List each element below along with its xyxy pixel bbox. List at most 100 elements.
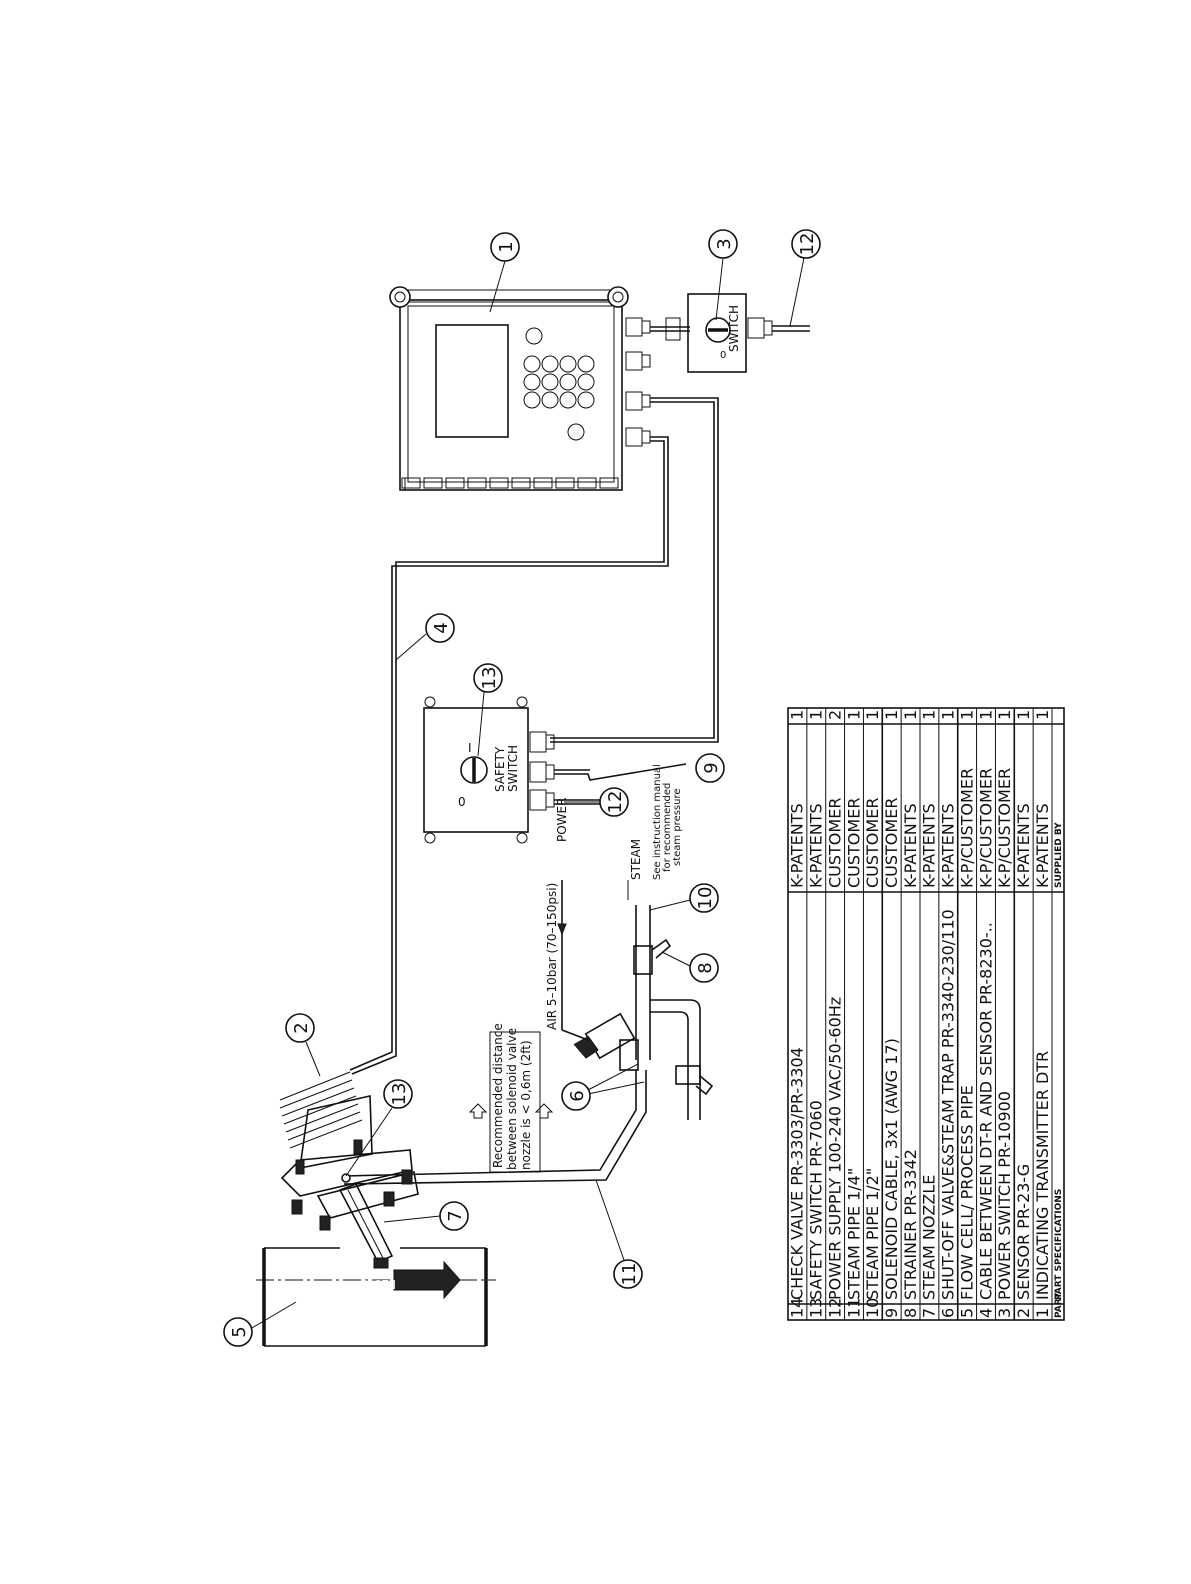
table-cell-supplier: CUSTOMER <box>825 798 844 888</box>
table-header-spec: PART SPECIFICATIONS <box>1054 1189 1064 1300</box>
table-cell-spec: STEAM PIPE 1/2" <box>863 1168 882 1300</box>
callout-8: 8 <box>661 951 719 983</box>
table-cell-no: 7 <box>920 1308 939 1318</box>
table-cell-spec: SHUT-OFF VALVE&STEAM TRAP PR-3340-230/11… <box>939 909 958 1300</box>
callout-2: 2 <box>285 1013 321 1077</box>
callout-9-label: 9 <box>701 762 722 773</box>
distance-note-1: Recommended distance <box>491 1023 505 1168</box>
table-cell-no: 3 <box>995 1308 1014 1318</box>
callout-6: 6 <box>561 1063 645 1111</box>
table-cell-no: 12 <box>825 1298 844 1318</box>
table-cell-spec: FLOW CELL/ PROCESS PIPE <box>957 1085 976 1300</box>
table-cell-no: 13 <box>807 1298 826 1318</box>
callout-7-label: 7 <box>445 1210 466 1221</box>
table-cell-supplier: K-PATENTS <box>788 803 807 888</box>
table-cell-no: 8 <box>901 1308 920 1318</box>
callout-9: 9 <box>695 753 725 783</box>
safety-switch-label-2: SWITCH <box>506 745 520 792</box>
callouts: 1 3 12 4 13 9 12 <box>223 229 821 1347</box>
table-header-part: PART <box>1054 1292 1064 1318</box>
callout-6-label: 6 <box>567 1090 588 1101</box>
table-cell-qty: 1 <box>1033 710 1052 720</box>
callout-4-label: 4 <box>431 622 452 633</box>
callout-7: 7 <box>383 1201 469 1231</box>
table-cell-qty: 1 <box>1014 710 1033 720</box>
power-label: POWER <box>555 798 569 842</box>
callout-14: 13 <box>345 1079 413 1177</box>
air-label: AIR 5–10bar (70–150psi) <box>545 883 559 1030</box>
distance-note-3: nozzle is < 0,6m (2ft) <box>519 1040 533 1170</box>
callout-12-top-label: 12 <box>797 233 818 256</box>
steam-label: STEAM <box>629 839 643 880</box>
table-cell-supplier: CUSTOMER <box>863 798 882 888</box>
table-cell-spec: STEAM NOZZLE <box>920 1175 939 1300</box>
indicating-transmitter <box>389 286 651 491</box>
callout-8-label: 8 <box>695 962 716 973</box>
table-cell-spec: SAFETY SWITCH PR-7060 <box>807 1100 826 1300</box>
table-cell-qty: 1 <box>995 710 1014 720</box>
table-cell-no: 6 <box>939 1308 958 1318</box>
safety-switch: I 0 SAFETY SWITCH POWER <box>423 696 687 844</box>
table-cell-supplier: CUSTOMER <box>844 798 863 888</box>
table-cell-supplier: CUSTOMER <box>882 798 901 888</box>
callout-10: 10 <box>649 883 719 913</box>
table-cell-no: 4 <box>976 1308 995 1318</box>
table-cell-qty: 1 <box>863 710 882 720</box>
callout-2-label: 2 <box>291 1022 312 1033</box>
callout-11-label: 11 <box>619 1263 640 1286</box>
callout-14-label: 13 <box>389 1083 410 1106</box>
steam-note-1: See instruction manual <box>652 764 663 880</box>
table-cell-no: 10 <box>863 1298 882 1318</box>
table-cell-spec: STRAINER PR-3342 <box>901 1149 920 1300</box>
switch-off-label: 0 <box>720 350 726 361</box>
callout-12-mid: 12 <box>564 787 629 817</box>
table-cell-no: 1 <box>1033 1308 1052 1318</box>
table-cell-qty: 1 <box>939 710 958 720</box>
steam-note-2: for recommended <box>662 783 673 872</box>
table-cell-supplier: K-P/CUSTOMER <box>995 768 1014 888</box>
table-cell-spec: SENSOR PR-23-G <box>1014 1164 1033 1300</box>
table-cell-spec: CABLE BETWEEN DT-R AND SENSOR PR-8230-.. <box>976 922 995 1300</box>
callout-5-label: 5 <box>229 1326 250 1337</box>
power-switch: SWITCH 0 <box>650 293 810 373</box>
table-cell-supplier: K-P/CUSTOMER <box>976 768 995 888</box>
table-cell-spec: POWER SUPPLY 100-240 VAC/50-60Hz <box>825 997 844 1300</box>
table-cell-qty: 1 <box>901 710 920 720</box>
table-cell-supplier: K-PATENTS <box>1014 803 1033 888</box>
process-pipe: FLOW <box>256 1247 496 1347</box>
safety-switch-off-label: 0 <box>458 795 466 809</box>
table-cell-qty: 1 <box>844 710 863 720</box>
table-cell-supplier: K-P/CUSTOMER <box>957 768 976 888</box>
table-cell-qty: 2 <box>825 710 844 720</box>
table-cell-qty: 1 <box>788 710 807 720</box>
callout-1: 1 <box>489 232 520 313</box>
callout-1-label: 1 <box>496 241 517 252</box>
table-cell-supplier: K-PATENTS <box>1033 803 1052 888</box>
callout-3: 3 <box>708 229 738 321</box>
callout-4: 4 <box>395 613 455 661</box>
table-cell-no: 2 <box>1014 1308 1033 1318</box>
table-cell-qty: 1 <box>957 710 976 720</box>
table-cell-no: 5 <box>957 1308 976 1318</box>
callout-11: 11 <box>595 1179 643 1289</box>
switch-label: SWITCH <box>727 305 741 352</box>
safety-switch-label-1: SAFETY <box>493 746 507 792</box>
flow-label: FLOW <box>361 1277 396 1291</box>
table-header-supplier: SUPPLIED BY <box>1054 822 1064 888</box>
table-cell-no: 11 <box>844 1298 863 1318</box>
safety-switch-on-label: I <box>468 741 472 755</box>
callout-12-top: 12 <box>789 229 821 327</box>
table-cell-qty: 1 <box>920 710 939 720</box>
table-cell-spec: CHECK VALVE PR-3303/PR-3304 <box>788 1047 807 1300</box>
callout-13-label: 13 <box>479 667 500 690</box>
callout-12-mid-label: 12 <box>605 791 626 814</box>
table-cell-qty: 1 <box>807 710 826 720</box>
callout-13: 13 <box>473 663 503 757</box>
table-cell-no: 14 <box>788 1298 807 1318</box>
steam-note-3: steam pressure <box>672 788 683 866</box>
table-cell-spec: POWER SWITCH PR-10900 <box>995 1091 1014 1300</box>
distance-note-2: between solenoid valve <box>505 1028 519 1170</box>
table-cell-supplier: K-PATENTS <box>920 803 939 888</box>
